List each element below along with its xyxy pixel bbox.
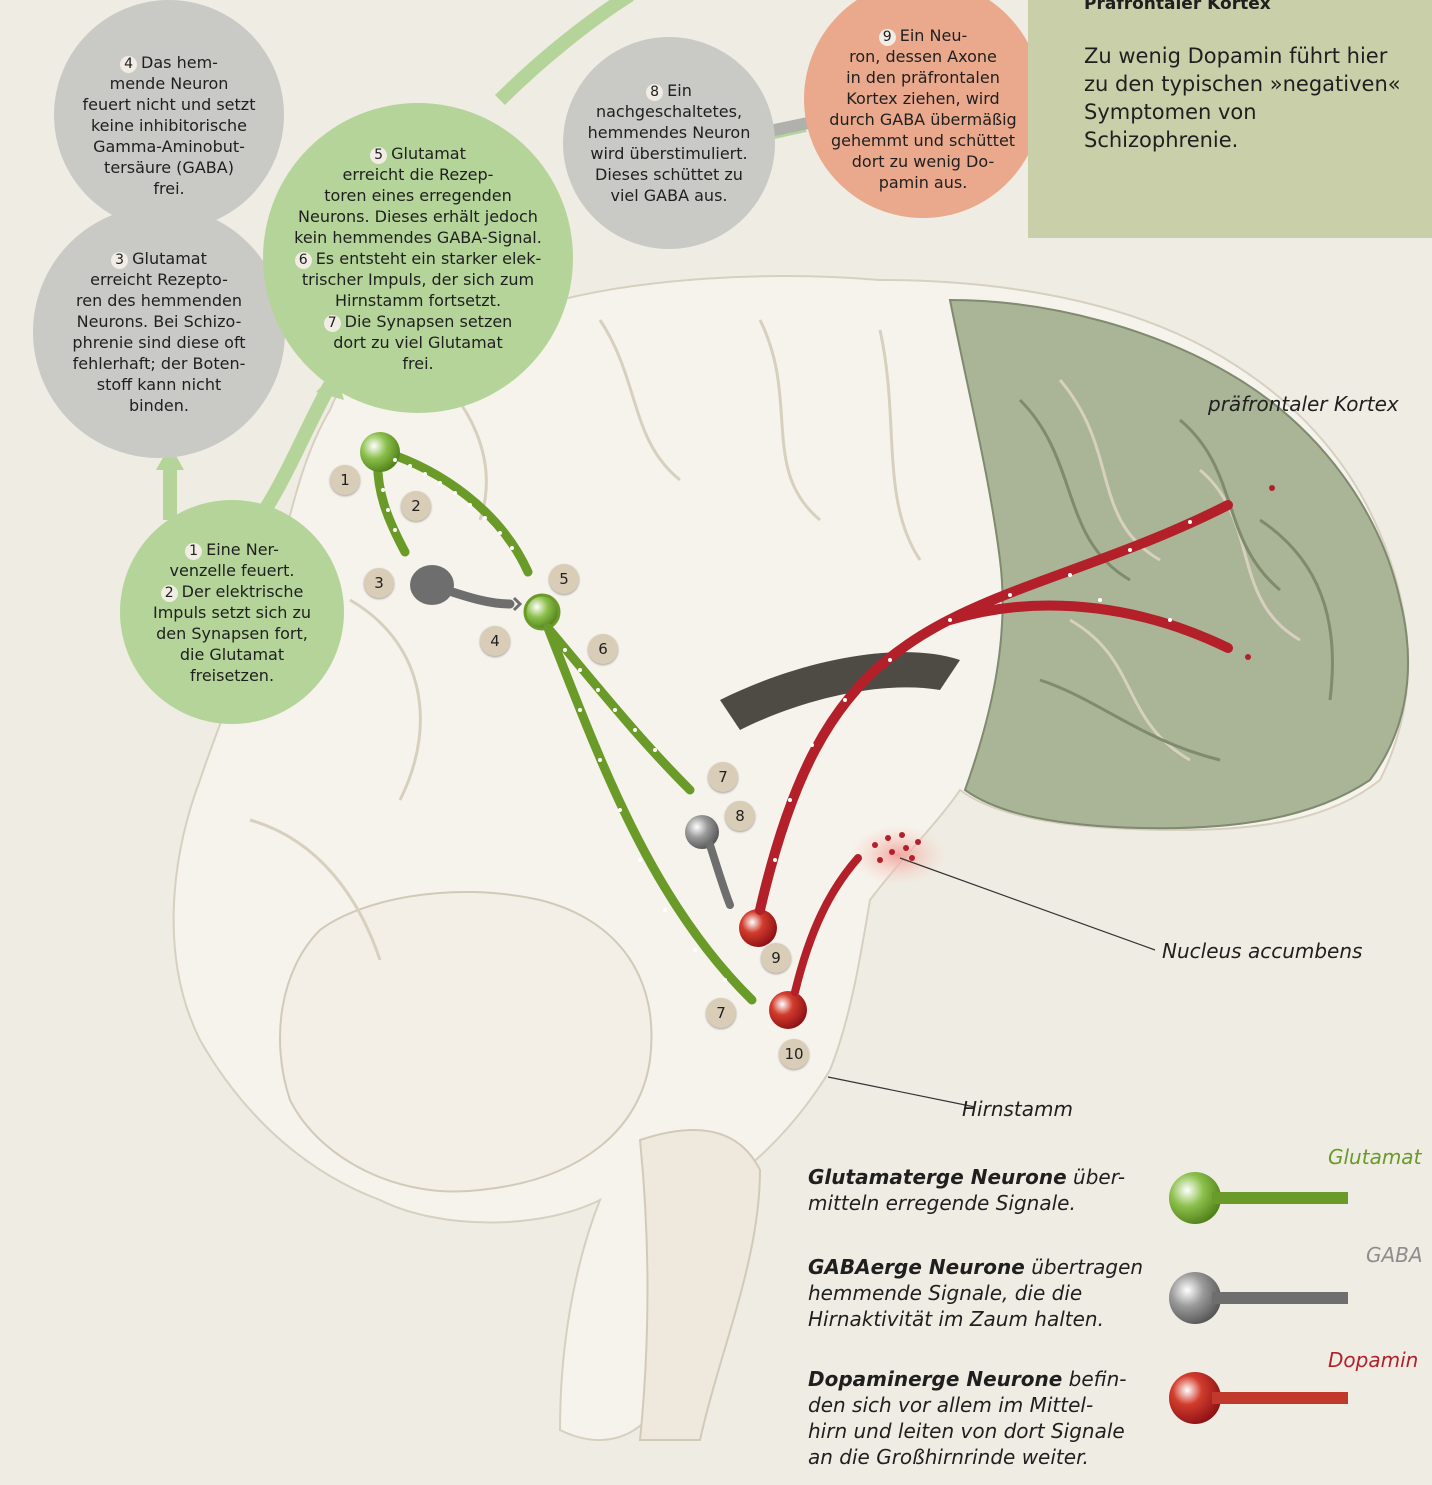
step-text: Kortex ziehen, wird — [804, 88, 1042, 109]
step-number: 4 — [120, 56, 137, 73]
legend-dopamin-text: Dopaminerge Neurone befin- den sich vor … — [808, 1366, 1148, 1470]
step-text: binden. — [33, 395, 285, 416]
step-text: die Glutamat — [120, 644, 344, 665]
pfc-info-title: Präfrontaler Kortex — [1084, 0, 1412, 14]
legend-text-part: Hirnaktivität im Zaum halten. — [808, 1306, 1148, 1332]
legend-text-part: an die Großhirnrinde weiter. — [808, 1444, 1148, 1470]
step-text: Hirnstamm fortsetzt. — [263, 290, 573, 311]
step-text: fehlerhaft; der Boten- — [33, 353, 285, 374]
legend-text-part: über- — [1073, 1165, 1125, 1189]
step-number: 5 — [370, 147, 387, 164]
step-number: 2 — [161, 585, 178, 602]
badge-8: 8 — [725, 801, 755, 831]
legend-text-part: befin- — [1069, 1367, 1127, 1391]
step-text: Neurons. Dieses erhält jedoch — [263, 206, 573, 227]
step-text: durch GABA übermäßig — [804, 109, 1042, 130]
legend-text-part: den sich vor allem im Mittel- — [808, 1392, 1148, 1418]
step-text: tersäure (GABA) — [54, 157, 284, 178]
step-text: Die Synapsen setzen — [345, 312, 513, 331]
step-text: Ein — [667, 81, 692, 100]
step-text: Glutamat — [132, 249, 207, 268]
step-text: Neurons. Bei Schizo- — [33, 311, 285, 332]
step-text: Es entsteht ein starker elek- — [316, 249, 542, 268]
legend-text-part: hirn und leiten von dort Signale — [808, 1418, 1148, 1444]
step-text: Dieses schüttet zu — [563, 164, 775, 185]
step-text: hemmendes Neuron — [563, 122, 775, 143]
label-hirnstamm: Hirnstamm — [962, 1097, 1073, 1121]
step-text: pamin aus. — [804, 172, 1042, 193]
step-text: ron, dessen Axone — [804, 46, 1042, 67]
step-text: Eine Ner- — [206, 540, 279, 559]
step-text: Der elektrische — [182, 582, 304, 601]
legend-dopamin-bold: Dopaminerge Neurone — [808, 1367, 1062, 1391]
label-nucleus-accumbens: Nucleus accumbens — [1162, 939, 1362, 963]
step-text: erreicht die Rezep- — [263, 164, 573, 185]
step-text: frei. — [54, 178, 284, 199]
step-text: freisetzen. — [120, 665, 344, 686]
badge-7-lower: 7 — [706, 998, 736, 1028]
step-text: phrenie sind diese oft — [33, 332, 285, 353]
step-text: mende Neuron — [54, 73, 284, 94]
step-text: den Synapsen fort, — [120, 623, 344, 644]
pfc-info-text: Zu wenig Dopamin führt hier zu den typis… — [1084, 42, 1412, 154]
badge-3: 3 — [364, 568, 394, 598]
step-number: 3 — [111, 252, 128, 269]
legend-dopamin-name: Dopamin — [1328, 1348, 1418, 1372]
badge-6: 6 — [588, 634, 618, 664]
legend-neurons — [1169, 1172, 1348, 1424]
step-text: in den präfrontalen — [804, 67, 1042, 88]
pfc-info-box: Präfrontaler Kortex Zu wenig Dopamin füh… — [1028, 0, 1432, 238]
badge-5: 5 — [549, 564, 579, 594]
legend-glutamat-bold: Glutamaterge Neurone — [808, 1165, 1067, 1189]
badge-2: 2 — [401, 491, 431, 521]
legend-text-part: übertragen — [1031, 1255, 1143, 1279]
brain-shape — [174, 276, 1408, 1440]
badge-9: 9 — [761, 943, 791, 973]
step-text: Gamma-Aminobut- — [54, 136, 284, 157]
badge-7-upper: 7 — [708, 762, 738, 792]
step-text: trischer Impuls, der sich zum — [263, 269, 573, 290]
step-text: feuert nicht und setzt — [54, 94, 284, 115]
legend-gaba-bold: GABAerge Neurone — [808, 1255, 1025, 1279]
step-number: 8 — [646, 84, 663, 101]
step-text: ren des hemmenden — [33, 290, 285, 311]
legend-text-part: mitteln erregende Signale. — [808, 1190, 1148, 1216]
legend-gaba-name: GABA — [1366, 1243, 1423, 1267]
step-text: toren eines erregenden — [263, 185, 573, 206]
step-text: Impuls setzt sich zu — [120, 602, 344, 623]
legend-text-part: hemmende Signale, die die — [808, 1280, 1148, 1306]
step-number: 9 — [879, 29, 896, 46]
step-number: 7 — [324, 315, 341, 332]
step-text: viel GABA aus. — [563, 185, 775, 206]
step-text: stoff kann nicht — [33, 374, 285, 395]
legend-glutamat-name: Glutamat — [1328, 1145, 1421, 1169]
legend-gaba-text: GABAerge Neurone übertragen hemmende Sig… — [808, 1254, 1148, 1332]
step-number: 6 — [295, 252, 312, 269]
step-text: Das hem- — [141, 53, 218, 72]
step-text: kein hemmendes GABA-Signal. — [263, 227, 573, 248]
badge-10: 10 — [779, 1039, 809, 1069]
step-text: Ein Neu- — [900, 26, 968, 45]
step-text: dort zu wenig Do- — [804, 151, 1042, 172]
step-number: 1 — [185, 543, 202, 560]
step-text: wird überstimuliert. — [563, 143, 775, 164]
badge-4: 4 — [480, 626, 510, 656]
label-praefrontaler-kortex: präfrontaler Kortex — [1208, 392, 1399, 416]
step-text: keine inhibitorische — [54, 115, 284, 136]
step-text: gehemmt und schüttet — [804, 130, 1042, 151]
step-text: nachgeschaltetes, — [563, 101, 775, 122]
step-text: venzelle feuert. — [120, 560, 344, 581]
step-text: erreicht Rezepto- — [33, 269, 285, 290]
badge-1: 1 — [330, 465, 360, 495]
step-text: dort zu viel Glutamat — [263, 332, 573, 353]
legend-glutamat-text: Glutamaterge Neurone über- mitteln erreg… — [808, 1164, 1148, 1216]
step-text: Glutamat — [391, 144, 466, 163]
step-text: frei. — [263, 353, 573, 374]
